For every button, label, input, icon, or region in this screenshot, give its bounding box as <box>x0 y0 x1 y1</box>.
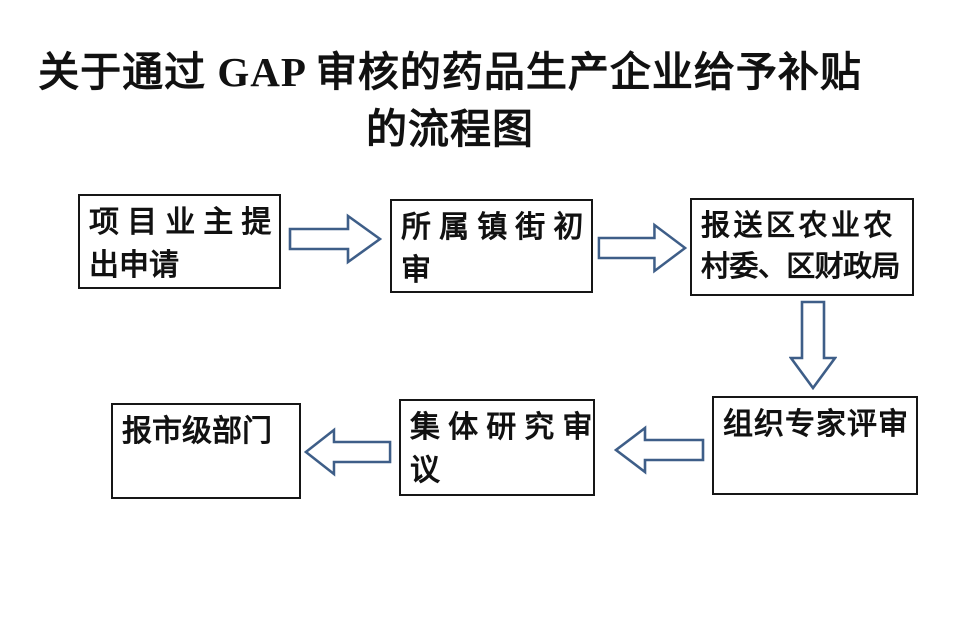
arrow-right-icon <box>288 213 382 265</box>
arrow-right-icon <box>597 222 687 274</box>
flow-step-label: 项目业主提 <box>89 206 280 239</box>
flow-step-label: 所属镇街初 <box>401 211 592 244</box>
flow-step-label: 出申请 <box>89 248 179 282</box>
flow-step-label: 报送区农业农 <box>701 210 896 242</box>
page-title-line1: 关于通过 GAP 审核的药品生产企业给予补贴 <box>38 49 862 95</box>
flow-step-label: 组织专家评审 <box>723 408 909 441</box>
flow-step-label: 报市级部门 <box>122 415 272 448</box>
page-title-line2: 的流程图 <box>366 105 534 152</box>
flow-step-submit-district: 报送区农业农 村委、区财政局 <box>690 198 914 296</box>
flow-step-label: 集体研究审 <box>410 411 601 444</box>
arrow-down-icon <box>789 300 837 390</box>
flow-step-report-municipal: 报市级部门 <box>111 403 301 499</box>
flow-step-expert-review: 组织专家评审 <box>712 396 918 495</box>
flow-step-label: 议 <box>410 453 440 487</box>
page-title: 关于通过 GAP 审核的药品生产企业给予补贴 的流程图 <box>0 44 900 157</box>
flow-step-label: 审 <box>401 253 431 287</box>
flow-step-label: 村委、区财政局 <box>701 251 901 284</box>
flow-step-collective-review: 集体研究审 议 <box>399 399 595 496</box>
arrow-left-icon <box>614 425 705 475</box>
arrow-left-icon <box>304 427 392 477</box>
flow-step-owner-application: 项目业主提 出申请 <box>78 194 281 289</box>
flow-step-town-initial-review: 所属镇街初 审 <box>390 199 593 293</box>
